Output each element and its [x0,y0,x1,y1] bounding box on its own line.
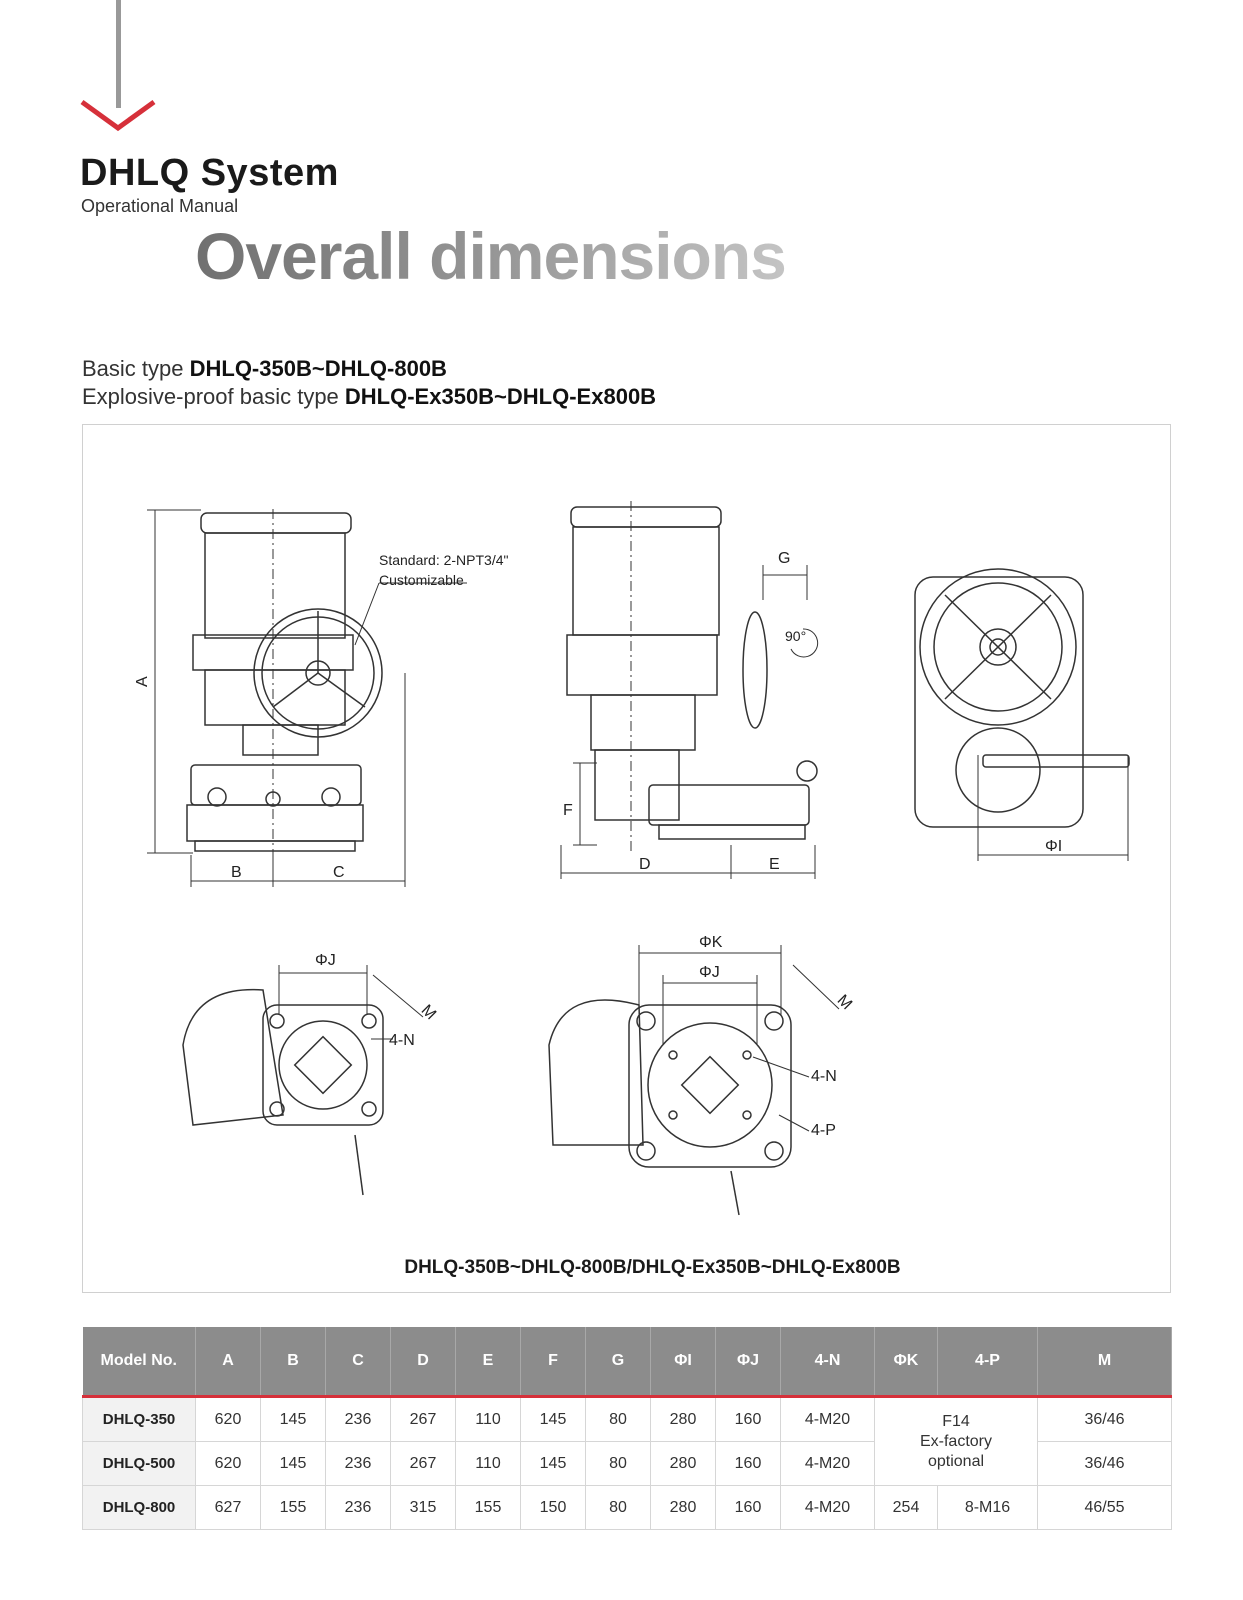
table-cell: 620 [195,1396,261,1442]
col-header: B [260,1327,326,1397]
page-title: Overall dimensions [195,219,787,293]
ex-type-line: Explosive-proof basic type DHLQ-Ex350B~D… [82,384,656,410]
table-cell: 280 [650,1485,716,1530]
ex-type-label: Explosive-proof basic type [82,384,345,409]
table-cell: 627 [195,1485,261,1530]
dim-label-a: A [134,676,151,687]
table-cell: 254 [874,1485,938,1530]
dim-label-f: F [563,802,573,819]
table-cell: 155 [455,1485,521,1530]
table-cell: 8-M16 [937,1485,1038,1530]
table-cell: 145 [260,1396,326,1442]
dim-label-b: B [231,864,242,881]
table-cell: 280 [650,1396,716,1442]
model-cell: DHLQ-800 [82,1485,196,1530]
col-header: 4-P [937,1327,1038,1397]
basic-type-model: DHLQ-350B~DHLQ-800B [189,356,447,381]
table-cell: 160 [715,1396,781,1442]
chevron-down-icon [80,99,156,132]
dim-label-m-1: M [418,1002,439,1023]
col-header: A [195,1327,261,1397]
basic-type-label: Basic type [82,356,190,381]
drawing-canvas: A B C Standard: 2-NPT3/4" Customizable [134,501,1130,1216]
table-cell: 150 [520,1485,586,1530]
table-cell: 160 [715,1441,781,1486]
ex-type-model: DHLQ-Ex350B~DHLQ-Ex800B [344,384,657,409]
table-cell: 315 [390,1485,456,1530]
merged-line-3: optional [927,1452,985,1470]
col-header: ΦI [650,1327,716,1397]
col-header: 4-N [780,1327,875,1397]
table-cell: 155 [260,1485,326,1530]
table-cell: 145 [520,1441,586,1486]
dim-label-d: D [639,856,651,873]
brand-subtitle: Operational Manual [81,196,239,216]
table-row: DHLQ-350 620 145 236 267 110 145 80 280 … [82,1396,1172,1486]
table-cell: 36/46 [1037,1441,1172,1486]
top-view [914,568,1130,861]
table-cell: 4-M20 [780,1396,875,1442]
dim-label-phi-k: ΦK [699,934,723,951]
dim-label-phi-i: ΦI [1045,838,1062,855]
table-cell: 145 [260,1441,326,1486]
col-header: E [455,1327,521,1397]
table-cell: 236 [325,1441,391,1486]
table-cell: 80 [585,1485,651,1530]
dim-label-phi-j-1: ΦJ [315,952,336,969]
table-cell: 145 [520,1396,586,1442]
dim-label-phi-j-2: ΦJ [699,964,720,981]
front-view [147,509,467,887]
model-cell: DHLQ-500 [82,1441,196,1486]
col-header: D [390,1327,456,1397]
table-cell: 236 [325,1485,391,1530]
dim-label-g: G [778,550,790,567]
bottom-view-small [182,965,424,1196]
col-header: ΦK [874,1327,938,1397]
table-header-row: Model No. A B C D E F G ΦI ΦJ 4-N ΦK 4-P… [82,1327,1172,1397]
table-cell: 280 [650,1441,716,1486]
drawing-caption: DHLQ-350B~DHLQ-800B/DHLQ-Ex350B~DHLQ-Ex8… [404,1257,901,1278]
col-header: F [520,1327,586,1397]
table-cell: 620 [195,1441,261,1486]
dim-label-e: E [769,856,780,873]
col-header: ΦJ [715,1327,781,1397]
dim-label-m-2: M [834,992,855,1013]
brand-title: DHLQ System [80,152,339,194]
merged-line-2: Ex-factory [919,1432,992,1450]
table-cell: 110 [455,1441,521,1486]
table-cell: 110 [455,1396,521,1442]
technical-drawing: A B C Standard: 2-NPT3/4" Customizable [82,424,1171,1293]
merged-option-cell: F14 Ex-factory optional [874,1396,1038,1486]
table-cell: 36/46 [1037,1396,1172,1442]
angle-label: 90° [785,628,806,644]
dim-label-c: C [333,864,345,881]
table-cell: 4-M20 [780,1441,875,1486]
merged-line-1: F14 [942,1412,970,1430]
note-line-2: Customizable [379,572,464,588]
table-cell: 267 [390,1441,456,1486]
bottom-view-large [548,945,840,1216]
table-cell: 267 [390,1396,456,1442]
table-cell: 4-M20 [780,1485,875,1530]
col-header: M [1037,1327,1172,1397]
col-header: Model No. [82,1327,196,1397]
dim-label-4p: 4-P [811,1122,836,1139]
table-cell: 80 [585,1441,651,1486]
model-cell: DHLQ-350 [82,1396,196,1442]
dim-label-4n-2: 4-N [811,1068,837,1085]
note-line-1: Standard: 2-NPT3/4" [379,552,509,568]
table-cell: 236 [325,1396,391,1442]
table-cell: 160 [715,1485,781,1530]
table-cell: 46/55 [1037,1485,1172,1530]
dim-label-4n-1: 4-N [389,1032,415,1049]
side-view [560,501,819,879]
table-row: DHLQ-800 627 155 236 315 155 150 80 280 … [82,1485,1172,1530]
basic-type-line: Basic type DHLQ-350B~DHLQ-800B [82,356,447,382]
col-header: G [585,1327,651,1397]
table-cell: 80 [585,1396,651,1442]
dimension-table: Model No. A B C D E F G ΦI ΦJ 4-N ΦK 4-P… [82,1327,1172,1530]
col-header: C [325,1327,391,1397]
marker-line [116,0,121,108]
